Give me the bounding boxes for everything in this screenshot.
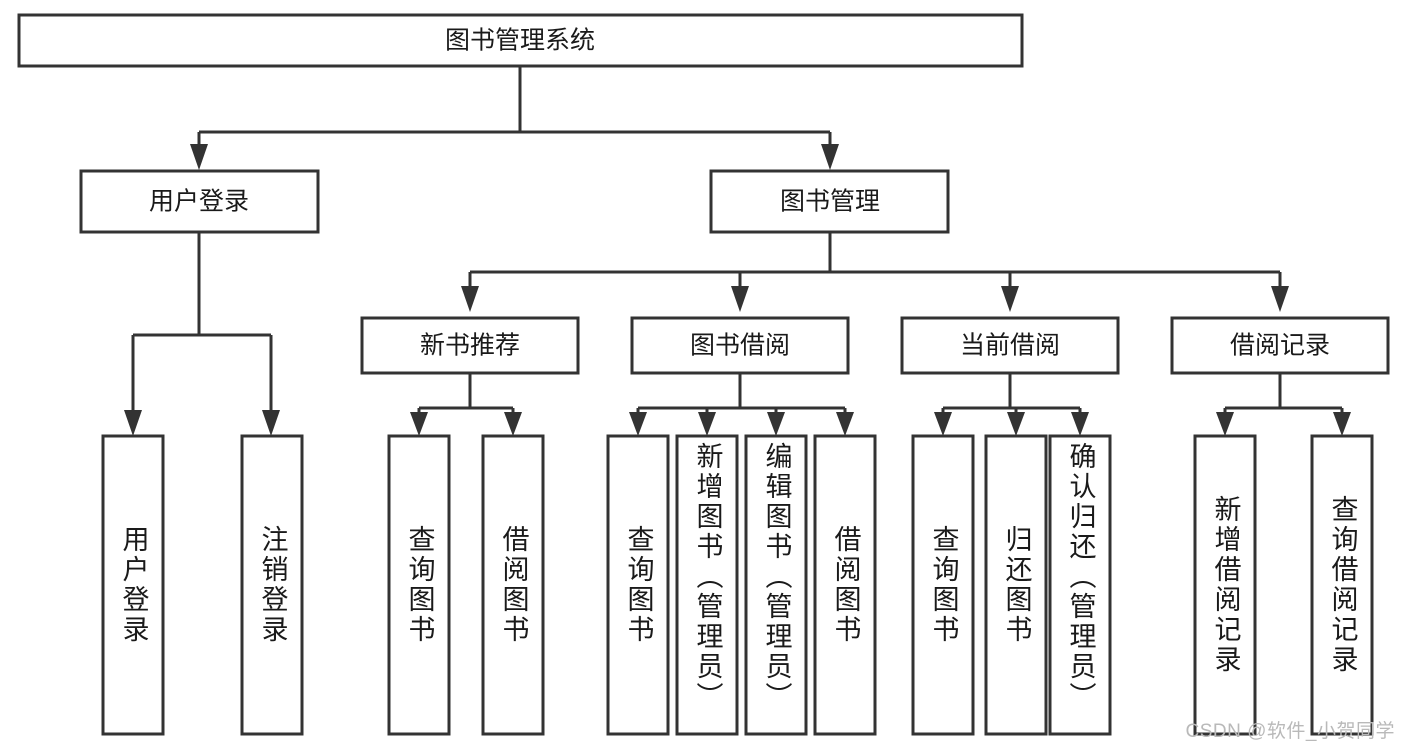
arrow-head-icon (698, 412, 716, 436)
connector-current-borrow-to-leaves (934, 373, 1089, 436)
arrow-head-icon (1001, 286, 1019, 312)
connector-book-borrow-to-leaves (629, 373, 854, 436)
leaf-box-borrow-book-2[interactable] (813, 434, 877, 736)
root-label: 图书管理系统 (445, 27, 595, 55)
arrow-head-icon (504, 412, 522, 436)
arrow-head-icon (836, 412, 854, 436)
arrow-head-icon (1271, 286, 1289, 312)
arrow-head-icon (124, 410, 142, 436)
leaf-box-query-book-1[interactable] (387, 434, 451, 736)
arrow-head-icon (190, 144, 208, 170)
arrow-head-icon (1333, 412, 1351, 436)
user-login-box[interactable] (79, 169, 320, 234)
arrow-head-icon (410, 412, 428, 436)
arrow-head-icon (1071, 412, 1089, 436)
leaf-box-query-book-3[interactable] (911, 434, 975, 736)
leaf-box-confirm-return[interactable] (1048, 434, 1112, 736)
current-borrow-label: 当前借阅 (960, 332, 1060, 360)
book-management-label: 图书管理 (780, 188, 880, 216)
node-new-book-recommend[interactable]: 新书推荐 (360, 316, 580, 375)
leaf-box-add-book[interactable] (675, 434, 739, 736)
current-borrow-box[interactable] (900, 316, 1120, 375)
arrow-head-icon (1007, 412, 1025, 436)
node-root[interactable]: 图书管理系统 (17, 13, 1024, 68)
connector-user-login-to-leaves (124, 232, 280, 436)
connector-book-management-to-level3 (461, 232, 1289, 312)
book-borrow-label: 图书借阅 (690, 332, 790, 360)
arrow-head-icon (731, 286, 749, 312)
leaf-box-query-book-2[interactable] (606, 434, 670, 736)
node-book-management[interactable]: 图书管理 (709, 169, 950, 234)
leaf-box-return-book[interactable] (984, 434, 1048, 736)
node-borrow-record[interactable]: 借阅记录 (1170, 316, 1390, 375)
connector-borrow-record-to-leaves (1216, 373, 1351, 436)
arrow-head-icon (934, 412, 952, 436)
node-user-login[interactable]: 用户登录 (79, 169, 320, 234)
arrow-head-icon (262, 410, 280, 436)
arrow-head-icon (461, 286, 479, 312)
new-book-recommend-box[interactable] (360, 316, 580, 375)
connector-root-to-level2 (190, 66, 839, 170)
borrow-record-label: 借阅记录 (1230, 332, 1330, 360)
node-book-borrow[interactable]: 图书借阅 (630, 316, 850, 375)
new-book-recommend-label: 新书推荐 (420, 332, 520, 360)
arrow-head-icon (629, 412, 647, 436)
arrow-head-icon (1216, 412, 1234, 436)
root-box[interactable] (17, 13, 1024, 68)
leaf-box-borrow-book-1[interactable] (481, 434, 545, 736)
leaf-box-add-record[interactable] (1193, 434, 1257, 736)
csdn-watermark: CSDN @软件_小贺同学 (1185, 721, 1395, 742)
leaf-box-edit-book[interactable] (744, 434, 808, 736)
leaf-box-query-record[interactable] (1310, 434, 1374, 736)
arrow-head-icon (821, 144, 839, 170)
leaf-box-logout[interactable] (240, 434, 304, 736)
connector-new-book-recommend-to-leaves (410, 373, 522, 436)
arrow-head-icon (767, 412, 785, 436)
leaf-box-user-login[interactable] (101, 434, 165, 736)
node-current-borrow[interactable]: 当前借阅 (900, 316, 1120, 375)
user-login-label: 用户登录 (149, 188, 249, 216)
